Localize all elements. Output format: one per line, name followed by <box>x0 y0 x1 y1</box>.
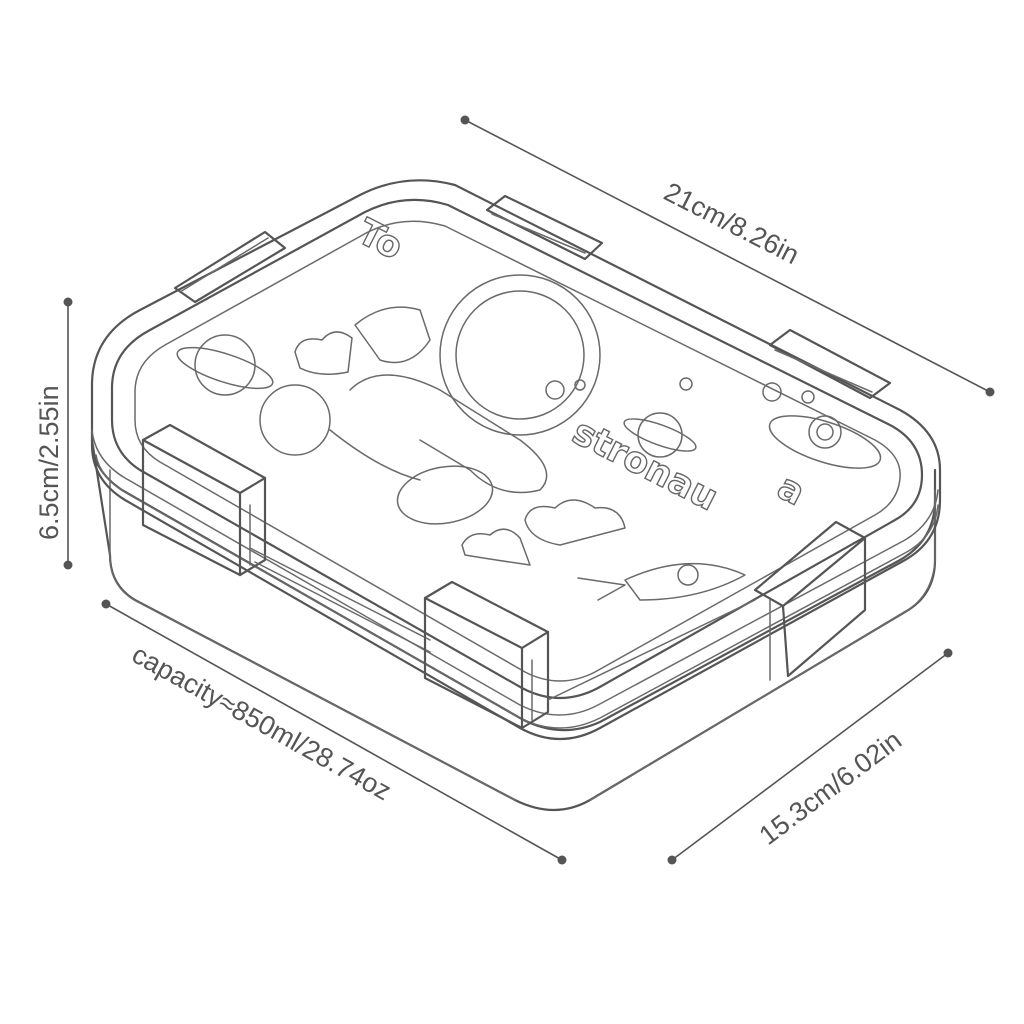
dimension-height: 6.5cm/2.55in <box>34 297 73 570</box>
lid-text-a: a <box>771 466 811 514</box>
width-label: 15.3cm/6.02in <box>754 725 908 851</box>
dimension-width: 15.3cm/6.02in <box>667 648 953 865</box>
height-label: 6.5cm/2.55in <box>34 385 64 540</box>
length-label: 21cm/8.26in <box>659 177 804 271</box>
dimension-capacity: capacity≈850ml/28.74oz <box>101 599 567 865</box>
ringed-planet-icon <box>623 412 697 458</box>
lid-top <box>110 198 924 700</box>
astronaut-body-icon <box>259 306 548 525</box>
dimension-length: 21cm/8.26in <box>460 115 995 397</box>
bubble-icons <box>679 377 815 404</box>
lid-rim <box>90 179 942 741</box>
latch-top-middle <box>485 194 604 261</box>
latches <box>141 194 892 730</box>
rocket-icon <box>577 562 746 601</box>
latch-front-right <box>547 520 867 701</box>
lid-text-stronau: stronau <box>566 411 724 519</box>
latch-top-left <box>173 230 287 304</box>
lid-artwork: To stronau a <box>176 211 882 601</box>
latch-front-left <box>141 423 431 653</box>
ufo-icon <box>768 415 882 469</box>
latch-front-middle <box>423 580 550 730</box>
capacity-label: capacity≈850ml/28.74oz <box>127 639 396 806</box>
cloud-icons <box>294 331 626 566</box>
lid-text-to: To <box>351 211 409 268</box>
latch-top-right <box>768 328 892 400</box>
astronaut-helmet-icon <box>439 274 601 436</box>
planet-icon <box>176 334 274 396</box>
